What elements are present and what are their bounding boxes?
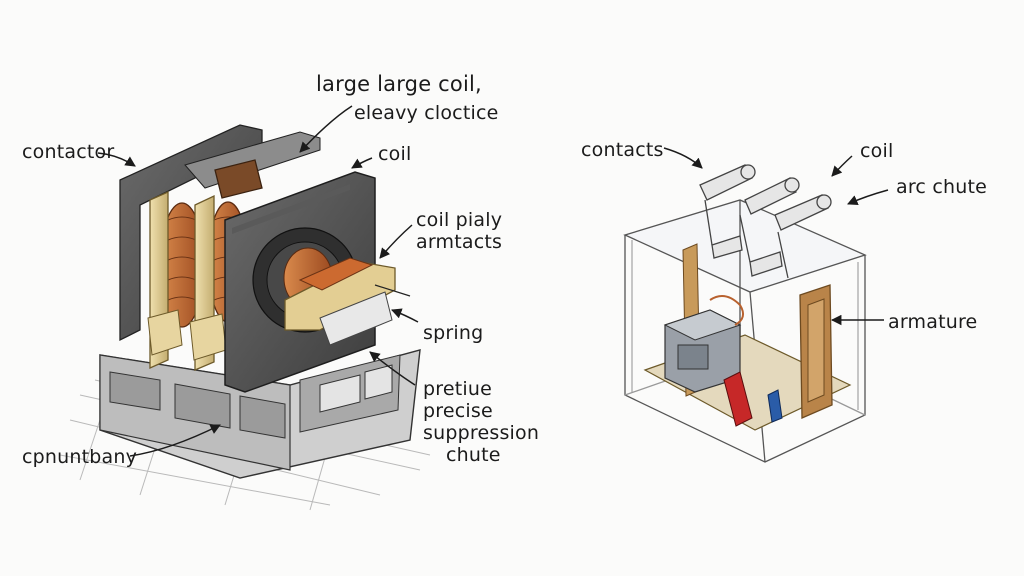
- label-contacts: contacts: [581, 139, 664, 161]
- label-precise: precise: [423, 400, 493, 422]
- label-coil-left: coil: [378, 143, 412, 165]
- relay-contacts: [699, 164, 832, 279]
- label-coil-pialy: coil pialy: [416, 209, 503, 231]
- label-spring: spring: [423, 322, 484, 344]
- relay-coil: [663, 295, 745, 393]
- red-component: [723, 371, 753, 427]
- relay-glass-case: [623, 199, 867, 463]
- label-chute: chute: [446, 444, 501, 466]
- label-large-coil: large large coil,: [316, 72, 482, 96]
- blue-component: [767, 389, 783, 423]
- relay-drawing: [623, 164, 867, 463]
- coil-terminal-block: [214, 159, 263, 199]
- annotation-arrows: [97, 105, 889, 457]
- label-heavy: eleavy cloctice: [354, 102, 499, 124]
- label-contactor: contactor: [22, 141, 115, 163]
- beige-yokes: [147, 190, 227, 371]
- label-cpnuntbany: cpnuntbany: [22, 446, 138, 468]
- contact-arms: [284, 257, 411, 346]
- label-armtacts: armtacts: [416, 231, 503, 253]
- label-pretiue: pretiue: [423, 378, 493, 400]
- contactor-drawing: [59, 124, 431, 511]
- label-arc-chute: arc chute: [896, 176, 987, 198]
- label-coil-right: coil: [860, 140, 894, 162]
- contactor-base: [99, 349, 421, 479]
- label-suppression: suppression: [423, 422, 540, 444]
- label-armature: armature: [888, 311, 978, 333]
